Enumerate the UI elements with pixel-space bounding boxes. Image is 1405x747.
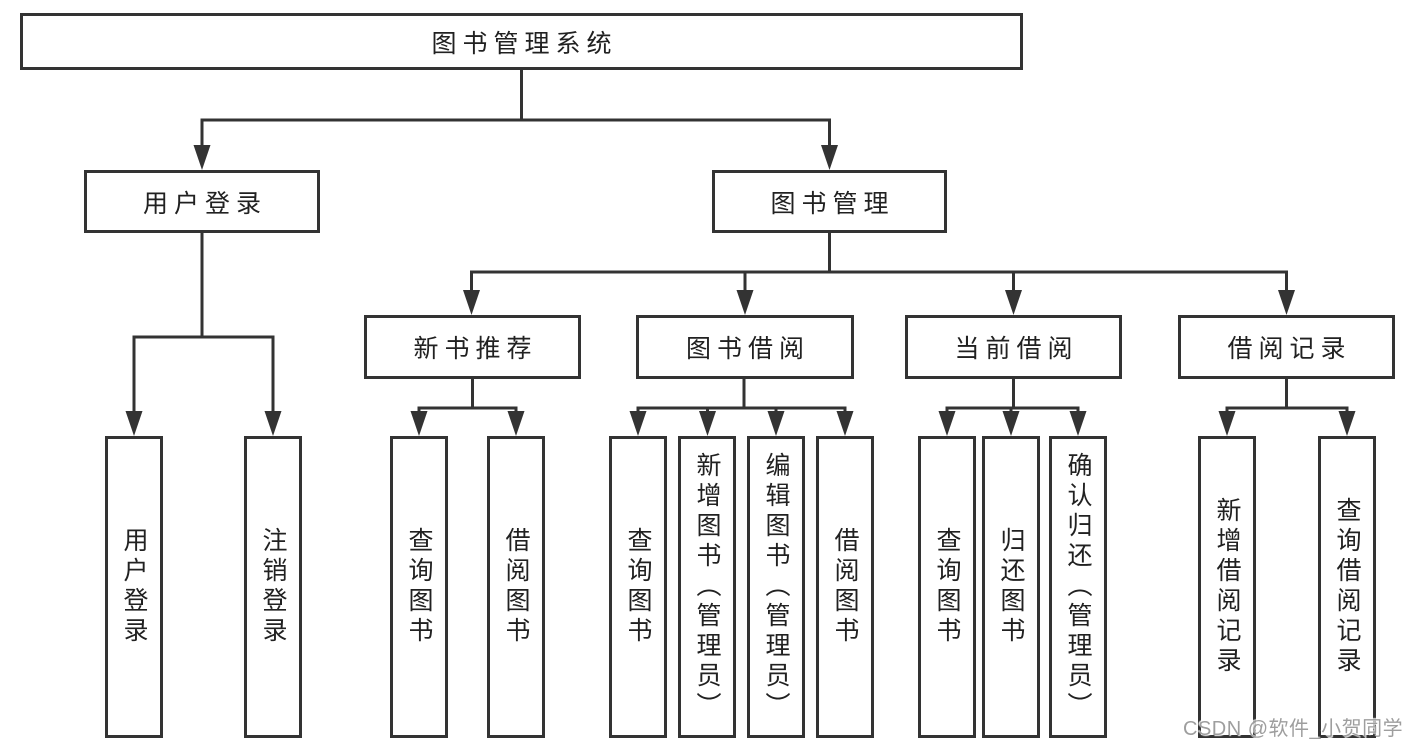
leaf-query-books-borrowing: 查询图书 [609,436,667,738]
leaf-borrow-books-recommend: 借阅图书 [487,436,545,738]
leaf-logout: 注销登录 [244,436,302,738]
leaf-return-books: 归还图书 [982,436,1040,738]
leaf-confirm-return-admin: 确认归还（管理员） [1049,436,1107,738]
connector-path [132,70,1349,413]
leaf-add-books-admin: 新增图书（管理员） [678,436,736,738]
node-borrowing-records: 借阅记录 [1178,315,1395,379]
leaf-query-books-recommend: 查询图书 [390,436,448,738]
leaf-edit-books-admin: 编辑图书（管理员） [747,436,805,738]
node-library-management-system: 图书管理系统 [20,13,1023,70]
leaf-query-books-current: 查询图书 [918,436,976,738]
node-book-borrowing: 图书借阅 [636,315,854,379]
node-user-login: 用户登录 [84,170,320,233]
node-book-management: 图书管理 [712,170,947,233]
leaf-user-login: 用户登录 [105,436,163,738]
arrowheads [125,145,1356,436]
node-current-borrowing: 当前借阅 [905,315,1122,379]
leaf-borrow-books-borrowing: 借阅图书 [816,436,874,738]
leaf-add-borrow-record: 新增借阅记录 [1198,436,1256,738]
leaf-query-borrow-record: 查询借阅记录 [1318,436,1376,738]
csdn-watermark: CSDN @软件_小贺同学 [1183,718,1404,740]
node-new-book-recommendation: 新书推荐 [364,315,581,379]
